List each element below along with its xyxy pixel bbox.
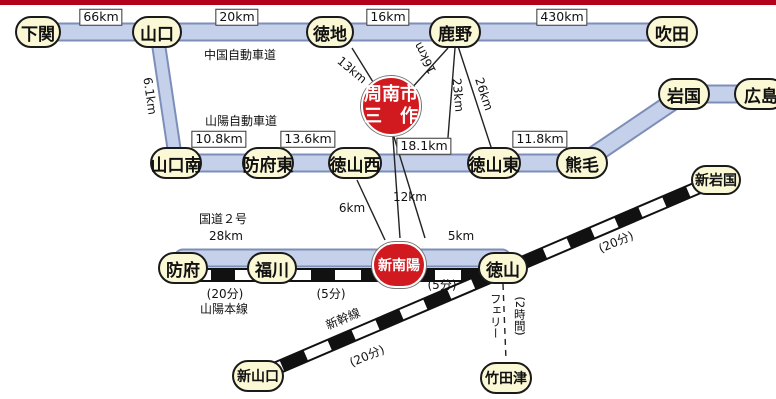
node-shin-yamaguchi: 新山口 xyxy=(232,360,284,392)
distance-shinnanyo-tokuyama: 5km xyxy=(447,229,475,243)
time-shinnanyo-tokuyama: (5分) xyxy=(427,278,457,292)
label-route-2: 国道２号 xyxy=(198,212,248,226)
time-ferry: (2時間) xyxy=(512,296,527,336)
node-yamaguchi-minami: 山口南 xyxy=(150,147,202,179)
distance-sakuta-shinnanyo: 12km xyxy=(393,190,427,204)
node-iwakuni: 岩国 xyxy=(658,78,710,110)
node-shimonoseki: 下関 xyxy=(15,16,61,48)
node-suita: 吹田 xyxy=(646,16,698,48)
node-kano: 鹿野 xyxy=(429,16,481,48)
label-ferry: フェリー xyxy=(488,293,503,339)
distance-tokuyamanishi-tokuyamahigashi: 18.1km xyxy=(396,137,452,155)
node-takedatsu: 竹田津 xyxy=(480,362,532,394)
distance-yamaguchi-tokuji: 20km xyxy=(215,8,259,26)
node-yamaguchi: 山口 xyxy=(132,16,182,48)
time-hofu-fukugawa: (20分) xyxy=(206,287,244,301)
node-hofu: 防府 xyxy=(158,252,208,284)
node-shin-iwakuni: 新岩国 xyxy=(691,165,741,195)
label-chugoku-expressway: 中国自動車道 xyxy=(203,48,277,62)
node-hiroshima: 広島 xyxy=(734,78,776,110)
distance-kano-suita: 430km xyxy=(536,8,588,26)
distance-hofuhigashi-tokuyamanishi: 13.6km xyxy=(280,130,336,148)
distance-tokuji-kano: 16km xyxy=(366,8,410,26)
distance-tokuyamahigashi-kumage: 11.8km xyxy=(512,130,568,148)
distance-tokuyamanishi-shinnanyo: 6km xyxy=(338,201,366,215)
shunan-sakuta-line1: 周南市 xyxy=(364,84,418,105)
label-sanyo-main-line: 山陽本線 xyxy=(199,302,249,316)
distance-hofu-fukugawa: 28km xyxy=(209,229,243,243)
yamaguchi-connector-road xyxy=(149,26,184,170)
node-hofu-higashi: 防府東 xyxy=(242,147,294,179)
distance-yamaguchiminami-hofuhigashi: 10.8km xyxy=(191,130,247,148)
top-accent-bar xyxy=(0,0,776,5)
distance-kano-tokuyamahigashi-23: 23km xyxy=(449,77,467,113)
node-kumage: 熊毛 xyxy=(556,147,608,179)
node-tokuji: 徳地 xyxy=(306,16,354,48)
node-shunan-sakuta: 周南市 三 作 xyxy=(361,76,421,136)
distance-shimonoseki-yamaguchi: 66km xyxy=(79,8,123,26)
thin-connectors xyxy=(351,45,507,361)
shunan-sakuta-line2: 三 作 xyxy=(364,106,418,127)
node-tokuyama-nishi: 徳山西 xyxy=(328,147,382,179)
node-shin-nanyo: 新南陽 xyxy=(372,242,426,288)
node-tokuyama: 徳山 xyxy=(478,252,528,284)
time-fukugawa-shinnanyo: (5分) xyxy=(316,287,346,301)
node-fukugawa: 福川 xyxy=(247,252,297,284)
label-sanyo-expressway: 山陽自動車道 xyxy=(204,114,278,128)
node-tokuyama-higashi: 徳山東 xyxy=(467,147,521,179)
